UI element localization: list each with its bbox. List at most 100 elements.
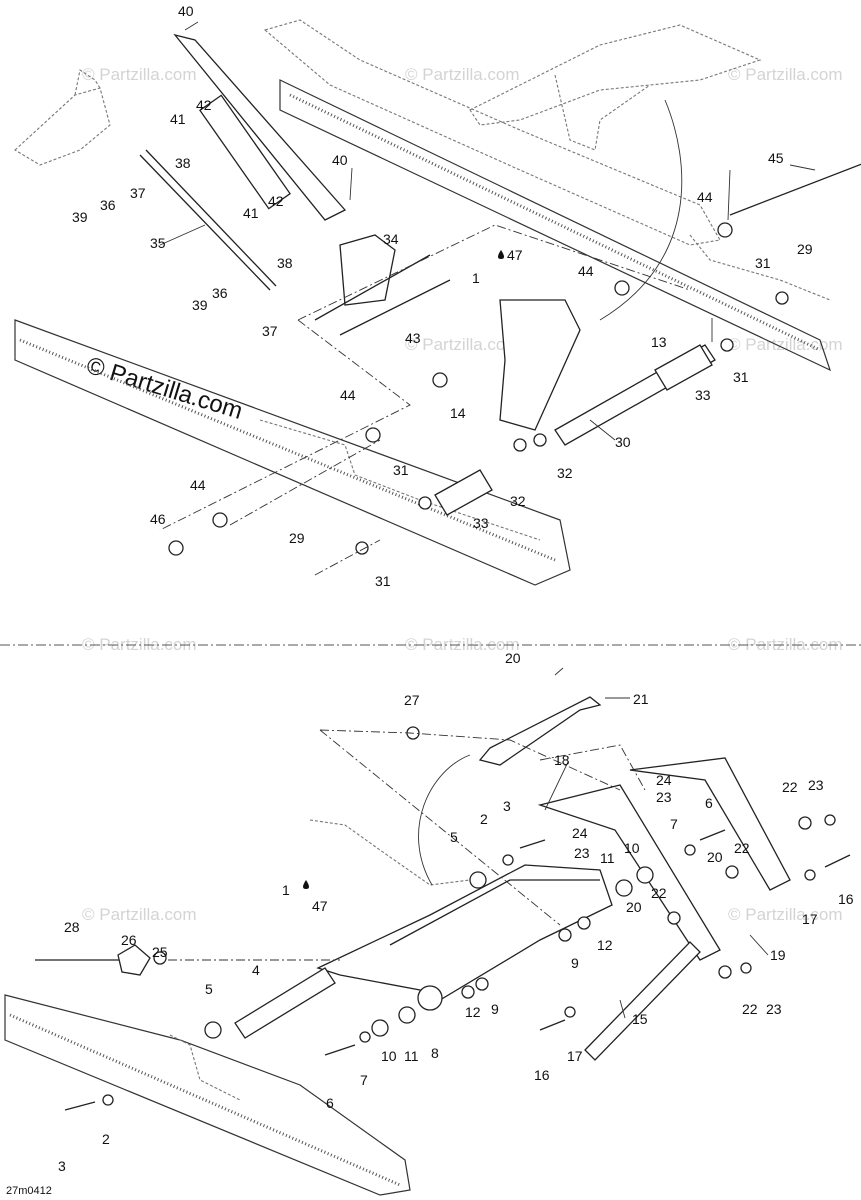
callout-7-a: 7: [670, 816, 678, 832]
rail-lower-teeth: [9, 1013, 401, 1187]
callout-47-b: 47: [312, 898, 328, 914]
watermark-main: © Partzilla.com: [83, 352, 246, 425]
callout-41-a: 41: [170, 111, 186, 127]
shock-cylinder: [199, 94, 291, 210]
guide-upper-2: [159, 319, 411, 531]
callout-6-b: 6: [326, 1095, 334, 1111]
spacer-5a: [204, 1021, 222, 1039]
washer-31b: [418, 496, 432, 510]
rail-lower-bracket: [169, 1034, 241, 1101]
ghost-rail-top: [263, 19, 721, 246]
callout-32-a: 32: [557, 465, 573, 481]
washer-22c: [667, 911, 681, 925]
nut-23b: [740, 962, 752, 974]
nut-9b: [475, 977, 489, 991]
callout-41-b: 41: [243, 205, 259, 221]
callout-23-b: 23: [574, 845, 590, 861]
callout-22-c: 22: [651, 885, 667, 901]
callout-40-a: 40: [178, 3, 194, 19]
rail-bracket: [259, 419, 541, 541]
spacer-33a: [654, 344, 713, 391]
washer-31c: [775, 291, 789, 305]
oil-drop-icon: [498, 250, 504, 259]
swing-arm-8-eye: [417, 985, 443, 1011]
callout-45: 45: [768, 150, 784, 166]
bracket-34: [339, 234, 396, 306]
callout-31-d: 31: [375, 573, 391, 589]
callout-22-d: 22: [742, 1001, 758, 1017]
callout-16-a: 16: [838, 891, 854, 907]
callout-37-b: 37: [262, 323, 278, 339]
leader-curve-lower: [418, 754, 471, 886]
callout-28: 28: [64, 919, 80, 935]
callout-33-a: 33: [695, 387, 711, 403]
callout-1-b: 1: [282, 882, 290, 898]
washer-31a: [355, 541, 369, 555]
callout-22-b: 22: [734, 840, 750, 856]
leader-44d: [727, 169, 731, 221]
callout-36-b: 36: [212, 285, 228, 301]
oil-drop-icon-lower: [303, 880, 309, 889]
leader-40a: [184, 21, 199, 31]
guide-lower-4: [539, 744, 646, 791]
washer-22d: [718, 965, 732, 979]
callout-37-a: 37: [130, 185, 146, 201]
callout-4: 4: [252, 962, 260, 978]
rail-bracket-right: [689, 234, 831, 301]
callout-10-a: 10: [624, 840, 640, 856]
watermark-10: © Partzilla.com: [728, 905, 843, 924]
callouts-lower: 20 21 27 18 24 23 24 23 22 23 3 2 6 5 7 …: [58, 650, 854, 1174]
callout-8: 8: [431, 1045, 439, 1061]
washer-7a: [684, 844, 696, 856]
washer-17b: [564, 1006, 576, 1018]
bushing-10a: [371, 1019, 389, 1037]
callout-31-b: 31: [733, 369, 749, 385]
ghost-rail-lower: [309, 819, 471, 886]
washer-22a: [798, 816, 812, 830]
callout-31-a: 31: [755, 255, 771, 271]
callout-47-a: 47: [507, 247, 523, 263]
callouts-upper: 40 42 41 38 39 36 37 35 40 42 41 34 38 3…: [72, 3, 813, 589]
guide-upper-3: [229, 439, 381, 526]
nut-9a: [558, 928, 572, 942]
callout-30: 30: [615, 434, 631, 450]
callout-44-d: 44: [190, 477, 206, 493]
washer-44d: [717, 222, 733, 238]
callout-14: 14: [450, 405, 466, 421]
shock-body: [173, 33, 347, 221]
callout-31-c: 31: [393, 462, 409, 478]
callout-29-b: 29: [289, 530, 305, 546]
callout-43: 43: [405, 330, 421, 346]
leader-35: [159, 224, 206, 246]
callout-2-b: 2: [102, 1131, 110, 1147]
swing-arm-8-tube: [389, 879, 600, 946]
washer-12b: [577, 916, 591, 930]
nut-14: [432, 372, 448, 388]
callout-23-d: 23: [766, 1001, 782, 1017]
callout-17-b: 17: [567, 1048, 583, 1064]
callout-5-a: 5: [450, 829, 458, 845]
callout-16-b: 16: [534, 1067, 550, 1083]
washer-31d: [720, 338, 734, 352]
stabilizer-bar: [139, 154, 271, 291]
guide-upper-4: [314, 539, 381, 576]
washer-2b: [502, 854, 514, 866]
watermark-8: © Partzilla.com: [728, 635, 843, 654]
callout-11-a: 11: [600, 850, 615, 866]
spacer-33b: [434, 469, 493, 516]
callout-1-a: 1: [472, 270, 480, 286]
bushing-32a: [513, 438, 527, 452]
bolt-6b: [324, 1044, 356, 1056]
leader-19: [749, 934, 769, 956]
rear-shock: [499, 299, 581, 431]
leader-30: [589, 419, 616, 441]
callout-27: 27: [404, 692, 420, 708]
rail-upper-right: [279, 79, 832, 372]
ghost-arm-top: [469, 24, 762, 126]
washer-7b: [359, 1031, 371, 1043]
callout-13: 13: [651, 334, 667, 350]
ghost-frame-left-2: [74, 69, 101, 96]
washer-22b: [725, 865, 739, 879]
callout-23-a: 23: [656, 789, 672, 805]
ghost-frame-left: [14, 87, 111, 166]
